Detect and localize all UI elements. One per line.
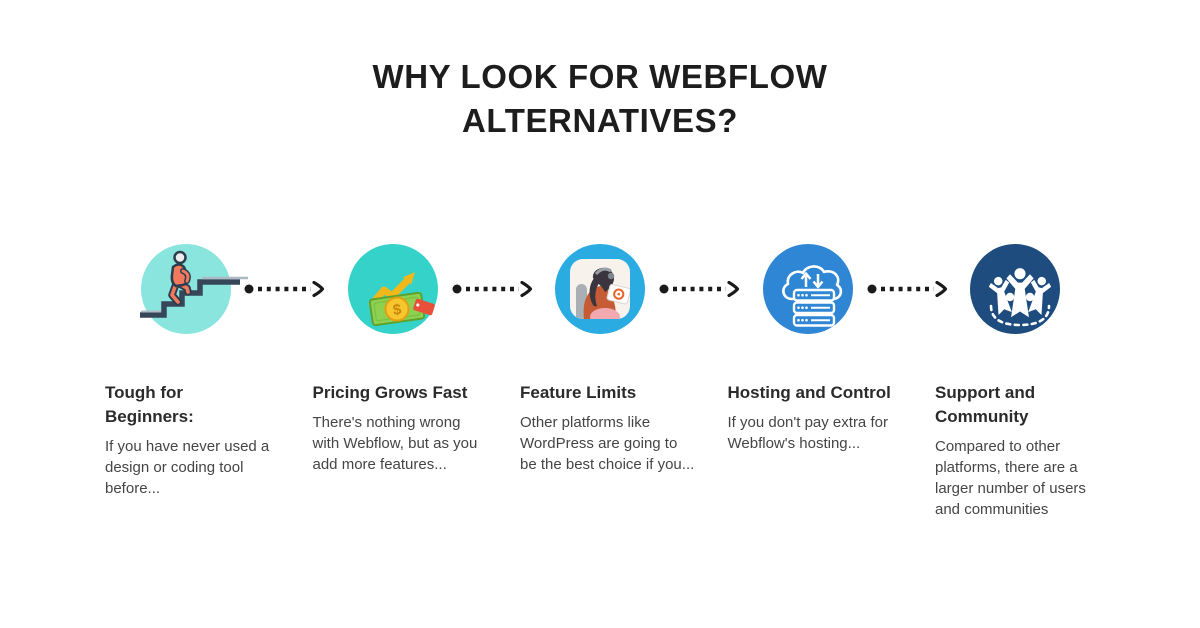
step-body: If you have never used a design or codin… [105, 438, 270, 497]
step-body: Compared to other platforms, there are a… [935, 438, 1086, 518]
woman-with-tablet-art [576, 267, 630, 319]
step-heading: Feature Limits [520, 383, 637, 402]
dashed-arrow-connector [452, 280, 540, 298]
growth-arrow-art [368, 272, 415, 308]
step-body: Other platforms like WordPress are going… [520, 414, 695, 473]
arrow-head [312, 280, 325, 298]
step-heading: Pricing Grows Fast [312, 383, 468, 402]
step-heading: Tough for Beginners: [105, 383, 194, 426]
stairs-art [140, 276, 248, 318]
arrow-start-dot [867, 284, 876, 294]
arrow-head [934, 280, 947, 298]
step-heading: Hosting and Control [727, 383, 891, 402]
arrow-start-dot [452, 284, 461, 294]
step-column-community: Support and Community Compared to other … [935, 244, 1113, 520]
step-body: If you don't pay extra for Webflow's hos… [727, 414, 888, 452]
step-circle-background [970, 244, 1060, 334]
arrow-start-dot [244, 284, 254, 294]
community-figures-art [987, 268, 1053, 327]
cloud-server-art [781, 265, 842, 327]
step-column-pricing: $ Pricing Grows Fast There's nothing wro… [313, 244, 491, 475]
dashed-arrow-connector [244, 280, 332, 298]
community-people-icon [970, 244, 1060, 334]
dollar-symbol: $ [391, 301, 402, 319]
dashed-arrow-connector [867, 280, 955, 298]
climbing-person-art [168, 250, 192, 306]
page-title-text: WHY LOOK FOR WEBFLOW ALTERNATIVES? [372, 58, 828, 140]
person-climbing-stairs-icon [128, 244, 248, 334]
dashed-arrow-connector [659, 280, 747, 298]
arrow-head [519, 280, 532, 298]
step-heading: Support and Community [935, 383, 1036, 426]
cloud-server-hosting-icon [762, 244, 853, 334]
step-body: There's nothing wrong with Webflow, but … [312, 414, 478, 473]
step-column-hosting: Hosting and Control If you don't pay ext… [728, 244, 906, 454]
step-column-features: Feature Limits Other platforms like Word… [520, 244, 698, 475]
page-title: WHY LOOK FOR WEBFLOW ALTERNATIVES? [0, 55, 1200, 143]
woman-with-tablet-timer-icon [555, 244, 645, 334]
price-tag-art [412, 298, 435, 316]
money-growth-chart-icon: $ [347, 244, 438, 334]
arrow-head [727, 280, 740, 298]
step-column-beginners: Tough for Beginners: If you have never u… [105, 244, 283, 499]
arrow-start-dot [659, 284, 669, 294]
